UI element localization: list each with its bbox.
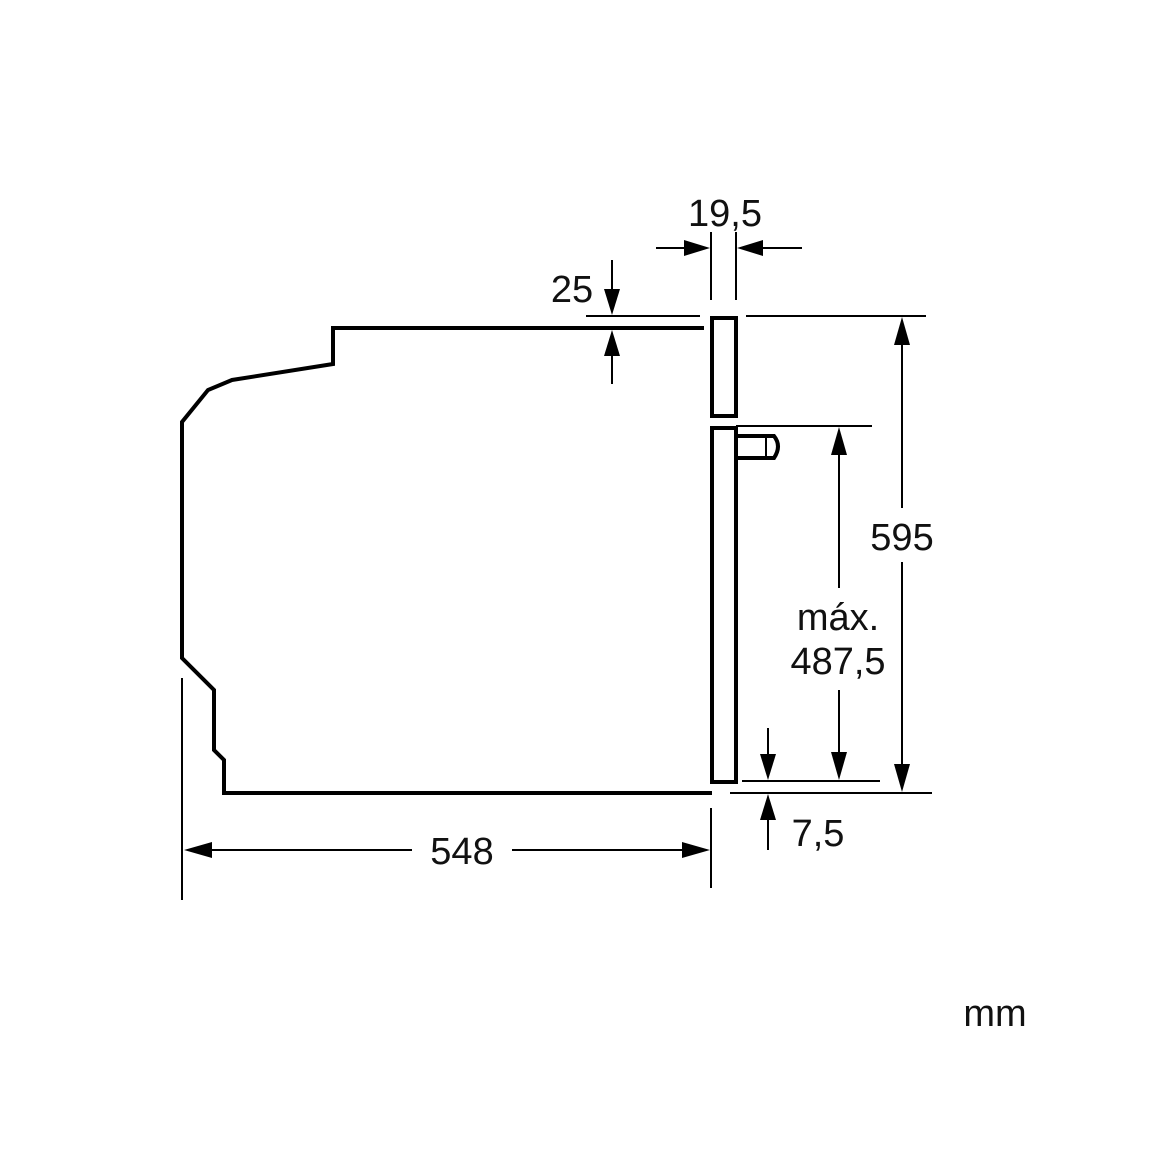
door-thickness-label: 19,5	[688, 193, 762, 235]
depth-label: 548	[430, 831, 493, 873]
depth-arrow-left	[184, 842, 212, 858]
door-arrow-right	[737, 240, 763, 256]
top-offset-arrow-up	[604, 330, 620, 356]
max-height-label: 487,5	[790, 641, 885, 683]
oven-door	[710, 426, 738, 784]
max-arrow-top	[831, 427, 847, 455]
unit-label: mm	[963, 993, 1026, 1035]
total-height-label: 595	[870, 517, 933, 559]
depth-arrow-right	[682, 842, 710, 858]
height-arrow-bottom	[894, 764, 910, 792]
height-arrow-top	[894, 317, 910, 345]
control-panel	[710, 316, 738, 418]
max-arrow-bottom	[831, 752, 847, 780]
bottom-offset-arrow-up	[760, 794, 776, 820]
bottom-offset-label: 7,5	[792, 813, 845, 855]
max-label: máx.	[797, 597, 879, 639]
top-offset-arrow-down	[604, 289, 620, 315]
door-handle	[736, 434, 780, 460]
oven-body-outline	[180, 326, 712, 795]
door-arrow-left	[684, 240, 710, 256]
bottom-offset-arrow-down	[760, 754, 776, 780]
top-offset-label: 25	[551, 269, 593, 311]
